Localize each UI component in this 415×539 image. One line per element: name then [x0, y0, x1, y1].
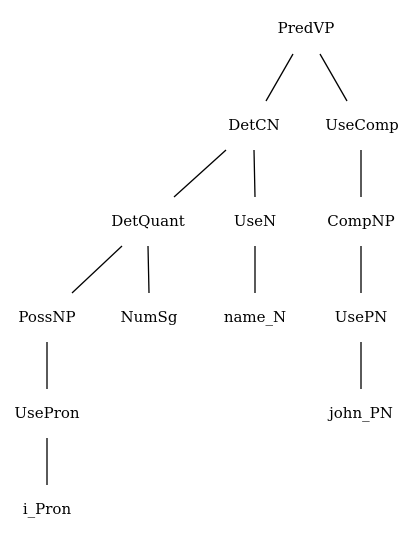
node-john-pn: john_PN — [327, 404, 393, 422]
node-usecomp: UseComp — [325, 116, 399, 134]
edge-detquant-possnp — [71, 245, 123, 294]
edge-detquant-numsg — [147, 245, 150, 294]
node-usen: UseN — [234, 212, 276, 230]
node-compnp: CompNP — [327, 212, 395, 230]
node-detcn: DetCN — [228, 116, 280, 134]
node-possnp: PossNP — [18, 308, 75, 326]
edge-predvp-detcn — [265, 53, 294, 102]
node-i-pron: i_Pron — [23, 500, 72, 518]
edge-predvp-usecomp — [319, 53, 348, 102]
node-name-n: name_N — [224, 308, 286, 326]
node-usepn: UsePN — [335, 308, 387, 326]
edge-detcn-usen — [253, 149, 256, 198]
node-detquant: DetQuant — [111, 212, 185, 230]
node-predvp: PredVP — [278, 19, 335, 37]
node-numsg: NumSg — [121, 308, 178, 326]
edge-detcn-detquant — [173, 149, 227, 198]
node-usepron: UsePron — [14, 404, 80, 422]
